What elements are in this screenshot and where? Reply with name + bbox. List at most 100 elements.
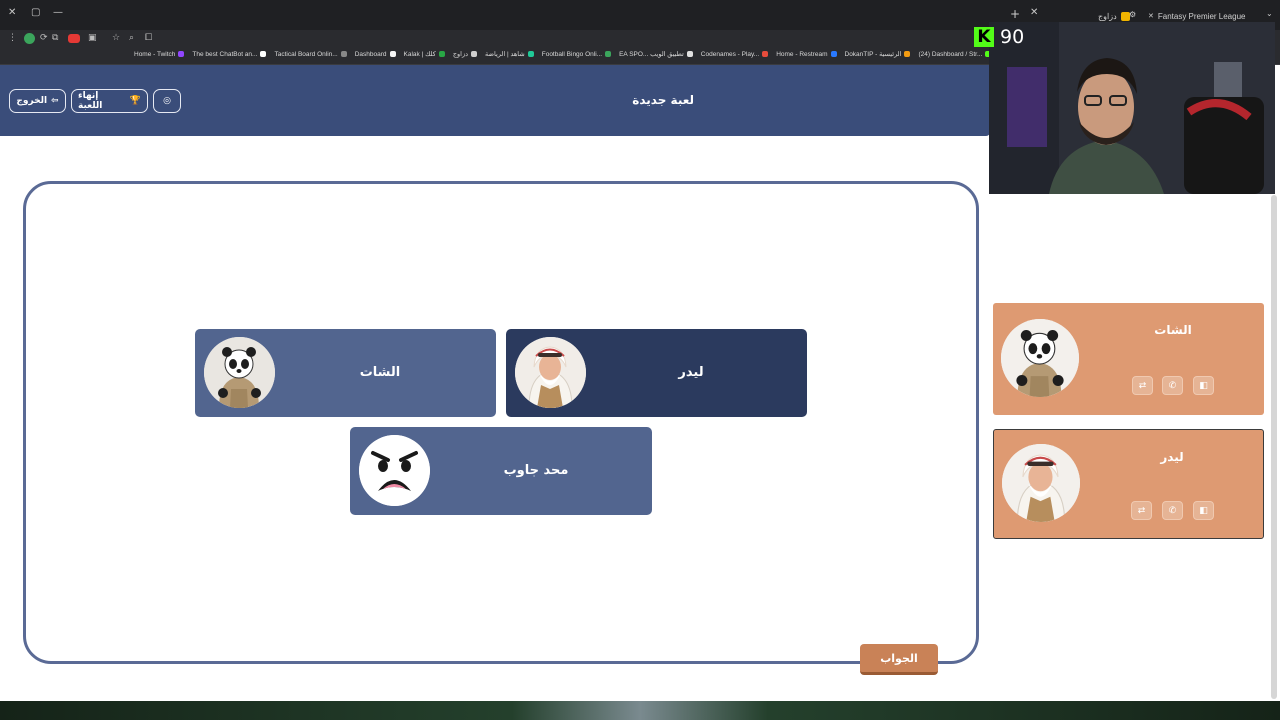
bookmark-label: Home - Twitch (134, 50, 176, 58)
globe-icon: ◎ (163, 96, 171, 106)
page-title: لعبة جديدة (632, 93, 694, 107)
close-window-icon[interactable]: ✕ (8, 7, 17, 18)
player-card-no-answer[interactable]: محد جاوب (350, 427, 652, 515)
team-card-chat[interactable]: الشات ⇄ ✆ ◧ (993, 303, 1264, 415)
bookmark-label: Codenames - Play... (700, 50, 760, 58)
bookmark-label: شاهد | الرياضة (485, 51, 525, 58)
bookmark-favicon-icon (605, 51, 612, 57)
bookmark-item[interactable]: DokanTIP - الرئيسية (845, 50, 911, 58)
bookmark-item[interactable]: Home - Twitch (134, 50, 185, 58)
bookmarks-list: Home - Twitch The best ChatBot an... Tacti… (134, 50, 1028, 58)
elder-avatar (1002, 444, 1080, 522)
bookmark-item[interactable]: Home - Restream (776, 50, 837, 58)
bookmark-item[interactable]: EA SPO... تطبيق الويب (619, 50, 693, 58)
search-icon[interactable]: ⌕ (129, 33, 135, 43)
tab-label: دزاوج (1098, 11, 1117, 21)
bookmark-label: EA SPO... تطبيق الويب (619, 51, 684, 58)
bookmark-item[interactable]: Kalak | كلك (404, 50, 445, 58)
browser-tab-2[interactable]: ✕ Fantasy Premier League, Official (1148, 7, 1246, 25)
tab-label: Fantasy Premier League, Official (1157, 11, 1246, 21)
browser-titlebar: ✕ ▢ — + ✕ دزاوج ⚙ ✕ Fantasy Premier Leag… (0, 0, 1280, 30)
end-game-button-label: إنهاء اللعبة (78, 91, 103, 111)
bookmark-label: The best ChatBot an... (192, 50, 258, 58)
end-game-button[interactable]: إنهاء اللعبة 🏆 (71, 89, 148, 113)
maximize-window-icon[interactable]: ▢ (31, 7, 41, 18)
exit-button[interactable]: الخروج ⇦ (9, 89, 66, 113)
player-card-chat[interactable]: الشات (195, 329, 496, 417)
tab-favicon-icon (1120, 11, 1130, 21)
browser-tab-1[interactable]: دزاوج (1098, 7, 1142, 25)
split-icon[interactable]: ◧ (1193, 376, 1214, 395)
extension-green-icon[interactable] (24, 33, 35, 44)
bookmark-item[interactable]: The best ChatBot an... (192, 50, 267, 58)
menu-dots-icon[interactable]: ⋮ (8, 33, 17, 43)
puzzle-extension-icon[interactable]: ⧉ (52, 33, 59, 43)
bookmark-favicon-icon (340, 51, 347, 57)
extension-icon[interactable]: ⟳ (40, 33, 48, 43)
media-icon[interactable]: ▣ (88, 33, 97, 43)
split-icon[interactable]: ◧ (1193, 501, 1214, 520)
bookmark-favicon-icon (830, 51, 837, 57)
bookmark-item[interactable]: دزاوج (453, 50, 477, 58)
phone-icon[interactable]: ✆ (1162, 376, 1183, 395)
bookmark-item[interactable]: Tactical Board Onlin... (274, 50, 347, 58)
page-scrollbar[interactable] (1271, 195, 1277, 699)
exit-button-label: الخروج (16, 96, 48, 106)
tab-close-icon[interactable]: ✕ (1148, 13, 1154, 20)
cast-icon[interactable]: ⧠ (145, 33, 153, 43)
bookmark-favicon-icon (904, 51, 911, 57)
bookmark-label: Dashboard (354, 50, 387, 58)
bookmarks-bar: Home - Twitch The best ChatBot an... Tacti… (0, 46, 1280, 65)
bookmark-favicon-icon (686, 51, 693, 57)
player-name: ليدر (678, 365, 704, 380)
bookmark-item[interactable]: (24) Dashboard / Str... (918, 50, 992, 58)
bookmark-label: Tactical Board Onlin... (274, 50, 338, 58)
bookmark-item[interactable]: Dashboard (355, 50, 396, 58)
swap-icon[interactable]: ⇄ (1131, 501, 1152, 520)
bookmark-label: (24) Dashboard / Str... (918, 50, 983, 58)
web-page: الخروج ⇦ إنهاء اللعبة 🏆 ◎ لعبة جديدة (0, 65, 1280, 701)
record-extension-icon[interactable] (68, 34, 80, 43)
exit-icon: ⇦ (51, 96, 59, 106)
elder-avatar (515, 337, 586, 408)
bookmark-favicon-icon (178, 51, 185, 57)
player-name: الشات (359, 365, 401, 380)
minimize-window-icon[interactable]: — (53, 7, 63, 18)
answer-button[interactable]: الجواب (860, 644, 938, 675)
bookmark-label: Kalak | كلك (403, 51, 436, 58)
bookmark-label: دزاوج (452, 51, 468, 58)
new-tab-icon[interactable]: + (1010, 7, 1021, 21)
kick-logo-icon: K (974, 27, 994, 47)
bookmark-item[interactable]: شاهد | الرياضة (485, 50, 534, 58)
panda-avatar (1001, 319, 1079, 397)
angry-face-avatar (359, 435, 430, 506)
bookmark-item[interactable]: Football Bingo Onli... (541, 50, 612, 58)
team-name: الشات (1154, 323, 1192, 337)
bookmark-favicon-icon (438, 51, 445, 57)
viewer-count: 90 (1000, 26, 1025, 48)
swap-icon[interactable]: ⇄ (1132, 376, 1153, 395)
language-button[interactable]: ◎ (153, 89, 181, 113)
bookmark-favicon-icon (471, 51, 477, 57)
player-name: محد جاوب (503, 463, 569, 478)
tab-list-chevron-icon[interactable]: ⌄ (1266, 9, 1273, 18)
bookmark-label: Home - Restream (776, 50, 828, 58)
panda-avatar (204, 337, 275, 408)
tab-close-icon[interactable]: ✕ (1030, 7, 1039, 18)
trophy-icon: 🏆 (129, 96, 141, 106)
bookmark-label: DokanTIP - الرئيسية (844, 51, 902, 58)
bookmark-favicon-icon (762, 51, 769, 57)
team-card-leader[interactable]: ليدر ⇄ ✆ ◧ (993, 429, 1264, 539)
background-strip (0, 701, 1280, 720)
bookmark-item[interactable]: Codenames - Play... (700, 50, 769, 58)
bookmark-favicon-icon (527, 51, 534, 57)
bookmark-label: Football Bingo Onli... (541, 50, 603, 58)
bookmark-favicon-icon (389, 51, 396, 57)
bookmark-star-icon[interactable]: ☆ (112, 33, 121, 43)
phone-icon[interactable]: ✆ (1162, 501, 1183, 520)
bookmark-favicon-icon (985, 51, 992, 57)
player-card-leader[interactable]: ليدر (506, 329, 807, 417)
tab-settings-icon[interactable]: ⚙ (1129, 10, 1137, 19)
bookmark-favicon-icon (260, 51, 267, 57)
team-name: ليدر (1160, 450, 1184, 464)
